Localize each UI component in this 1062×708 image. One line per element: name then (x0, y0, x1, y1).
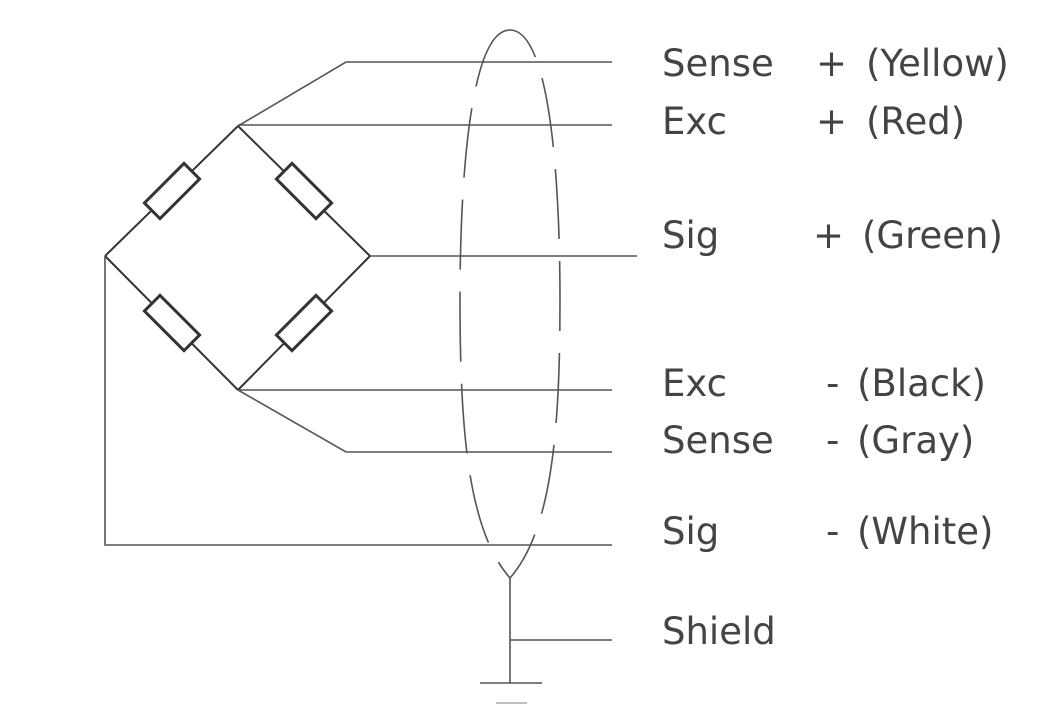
label-color: (Green) (862, 214, 1003, 257)
label-sign: + (816, 42, 848, 85)
label-color: (Gray) (857, 419, 975, 462)
label-name: Sense (662, 419, 774, 462)
resistor (274, 161, 334, 221)
label-sign: - (826, 419, 840, 462)
label-name: Sense (662, 42, 774, 85)
label-sign: + (816, 100, 848, 143)
label-sign: - (826, 510, 840, 553)
label-color: (Black) (857, 362, 986, 405)
label-name: Sig (662, 510, 720, 553)
label-color: (Red) (866, 100, 966, 143)
resistor (142, 161, 202, 221)
label-shield: Shield (662, 610, 776, 653)
label-color: (Yellow) (866, 42, 1009, 85)
label-color: (White) (857, 510, 994, 553)
wire-sig-minus (104, 256, 612, 546)
wire-sense-plus (237, 61, 612, 127)
wire-sense-minus (237, 389, 612, 453)
label-sign: + (813, 214, 845, 257)
label-name: Exc (662, 362, 727, 405)
shield-ellipse (459, 29, 561, 580)
resistor (274, 293, 334, 353)
label-name: Exc (662, 100, 727, 143)
resistor (142, 293, 202, 353)
label-name: Sig (662, 214, 720, 257)
label-sign: - (826, 362, 840, 405)
